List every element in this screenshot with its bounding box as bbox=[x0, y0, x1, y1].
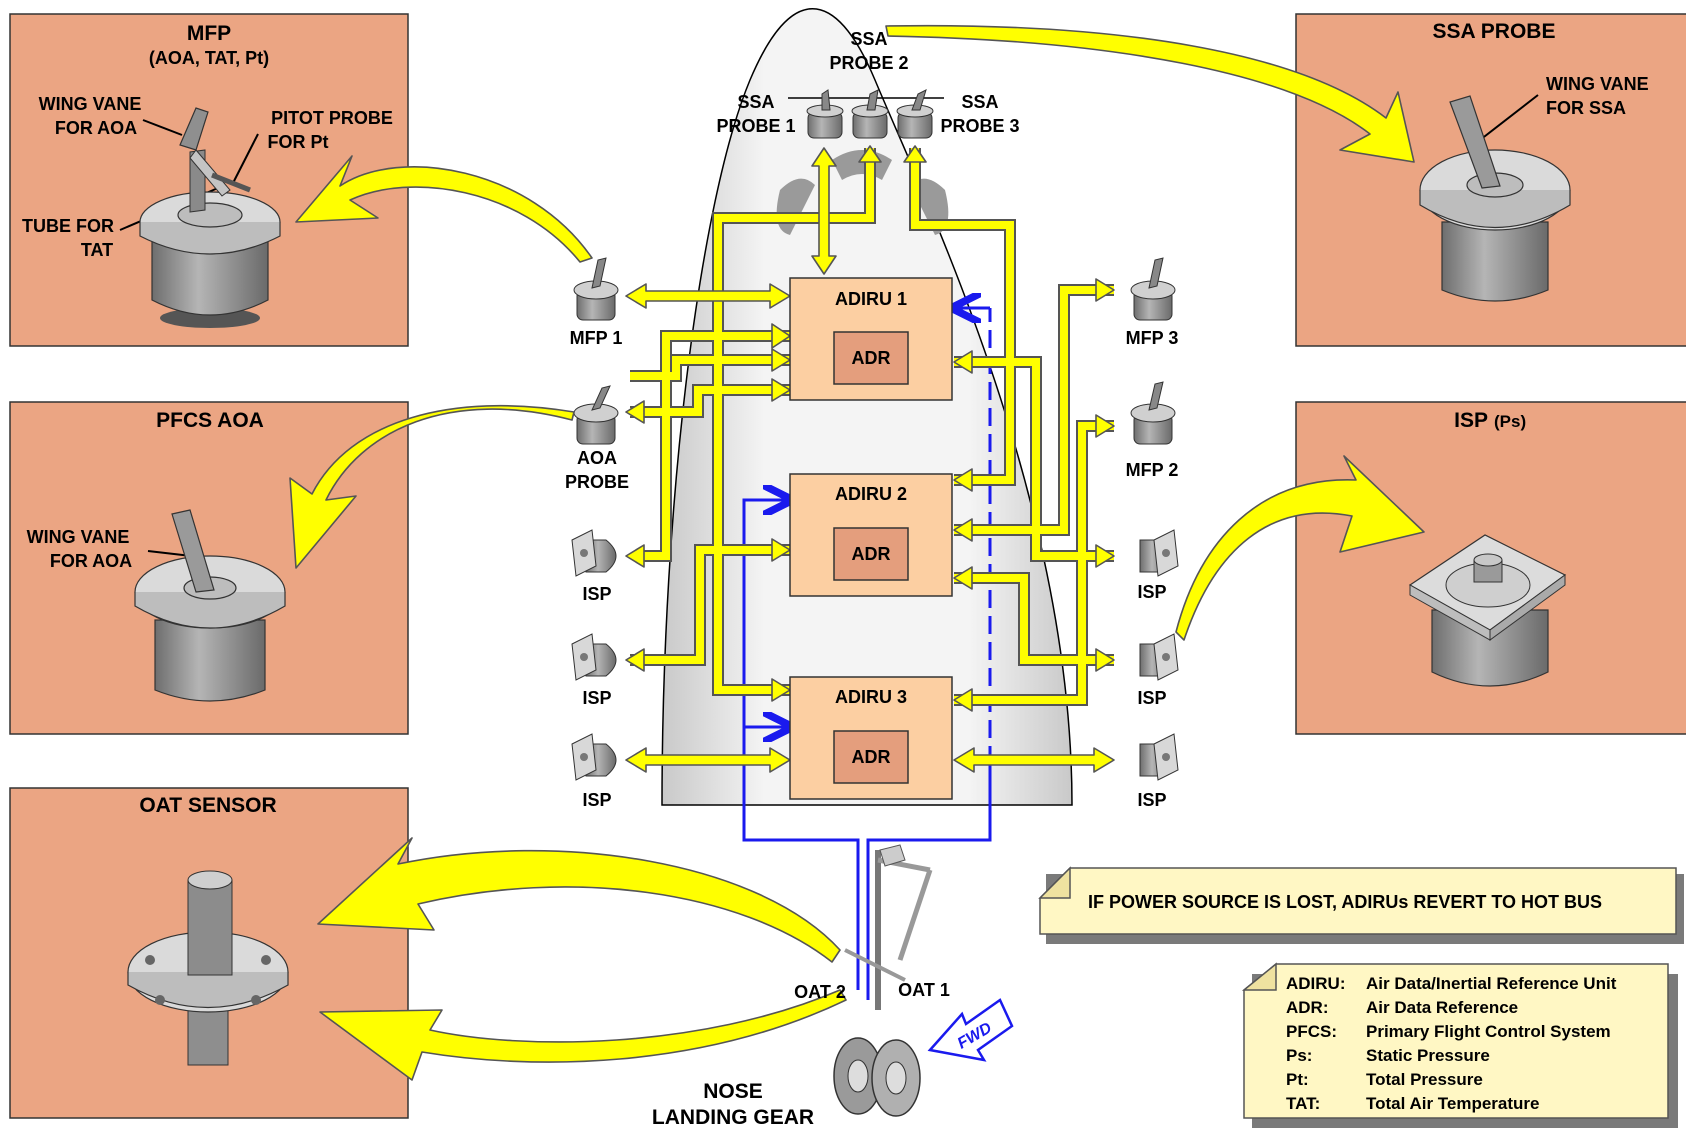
mfp-wing-vane-label-1: WING VANE bbox=[39, 94, 142, 114]
mfp-2-sensor bbox=[1131, 382, 1175, 444]
isp-sensor-left-2 bbox=[572, 634, 616, 680]
isp-sensor-right-3 bbox=[1140, 734, 1178, 780]
isp-left-3-label: ISP bbox=[582, 790, 611, 810]
legend-abbr-3: Ps: bbox=[1286, 1046, 1312, 1065]
isp-right-1-label: ISP bbox=[1137, 582, 1166, 602]
ssa-probe-2-label-1: SSA bbox=[850, 29, 887, 49]
oat-2-label: OAT 2 bbox=[794, 982, 846, 1002]
adiru-2-box: ADIRU 2 ADR bbox=[790, 474, 952, 596]
ssa-probe-3-label-2: PROBE 3 bbox=[940, 116, 1019, 136]
legend-abbr-0: ADIRU: bbox=[1286, 974, 1346, 993]
mfp-panel-subtitle: (AOA, TAT, Pt) bbox=[149, 48, 269, 68]
ssa-probe-3-label-1: SSA bbox=[961, 92, 998, 112]
adiru-3-adr: ADR bbox=[852, 747, 891, 767]
adiru-3-title: ADIRU 3 bbox=[835, 687, 907, 707]
mfp-pitot-label-2: FOR Pt bbox=[268, 132, 329, 152]
adiru-2-adr: ADR bbox=[852, 544, 891, 564]
aoa-probe-sensor bbox=[574, 386, 618, 444]
mfp-3-label: MFP 3 bbox=[1126, 328, 1179, 348]
isp-sensor-left-1 bbox=[572, 530, 616, 576]
fwd-arrow: FWD bbox=[930, 1000, 1012, 1060]
isp-panel-subtitle: (Ps) bbox=[1494, 412, 1526, 431]
power-note-text: IF POWER SOURCE IS LOST, ADIRUs REVERT T… bbox=[1088, 892, 1602, 912]
adiru-1-box: ADIRU 1 ADR bbox=[790, 278, 952, 400]
oat-sensor-panel-title: OAT SENSOR bbox=[139, 794, 276, 817]
mfp-tube-label-2: TAT bbox=[81, 240, 113, 260]
legend-text-3: Static Pressure bbox=[1366, 1046, 1490, 1065]
oat-1-label: OAT 1 bbox=[898, 980, 950, 1000]
adiru-1-title: ADIRU 1 bbox=[835, 289, 907, 309]
ssa-probe-3 bbox=[897, 90, 933, 138]
legend-text-4: Total Pressure bbox=[1366, 1070, 1483, 1089]
pfcs-wing-vane-label-2: FOR AOA bbox=[50, 551, 132, 571]
aoa-probe-label-2: PROBE bbox=[565, 472, 629, 492]
isp-left-1-label: ISP bbox=[582, 584, 611, 604]
nose-landing-gear-label-1: NOSE bbox=[703, 1080, 763, 1103]
legend-abbr-4: Pt: bbox=[1286, 1070, 1309, 1089]
isp-right-2-label: ISP bbox=[1137, 688, 1166, 708]
isp-sensor-right-1 bbox=[1140, 530, 1178, 576]
isp-panel-title: ISP bbox=[1454, 409, 1488, 432]
isp-sensor-left-3 bbox=[572, 734, 616, 780]
legend-abbr-2: PFCS: bbox=[1286, 1022, 1337, 1041]
aoa-probe-label-1: AOA bbox=[577, 448, 617, 468]
pfcs-aoa-panel-title: PFCS AOA bbox=[156, 409, 264, 432]
mfp-wing-vane-label-2: FOR AOA bbox=[55, 118, 137, 138]
mfp-tube-label-1: TUBE FOR bbox=[22, 216, 114, 236]
legend-abbr-5: TAT: bbox=[1286, 1094, 1320, 1113]
mfp-2-label: MFP 2 bbox=[1126, 460, 1179, 480]
legend-abbr-1: ADR: bbox=[1286, 998, 1329, 1017]
isp-panel: ISP (Ps) bbox=[1296, 402, 1686, 734]
legend-text-1: Air Data Reference bbox=[1366, 998, 1518, 1017]
legend-note: ADIRU: Air Data/Inertial Reference Unit … bbox=[1244, 964, 1678, 1128]
ssa-probe-2-label-2: PROBE 2 bbox=[829, 53, 908, 73]
isp-sensor-right-2 bbox=[1140, 634, 1178, 680]
pfcs-wing-vane-label-1: WING VANE bbox=[27, 527, 130, 547]
ssa-probe-panel-title: SSA PROBE bbox=[1433, 20, 1556, 43]
mfp-1-sensor bbox=[574, 258, 618, 320]
legend-text-2: Primary Flight Control System bbox=[1366, 1022, 1611, 1041]
ssa-probe-1-label-1: SSA bbox=[737, 92, 774, 112]
mfp-panel: MFP (AOA, TAT, Pt) WING VANE FOR AOA PIT… bbox=[10, 14, 408, 346]
adiru-1-adr: ADR bbox=[852, 348, 891, 368]
mfp-3-sensor bbox=[1131, 258, 1175, 320]
power-note: IF POWER SOURCE IS LOST, ADIRUs REVERT T… bbox=[1040, 868, 1684, 944]
legend-text-0: Air Data/Inertial Reference Unit bbox=[1366, 974, 1617, 993]
isp-left-2-label: ISP bbox=[582, 688, 611, 708]
mfp-panel-title: MFP bbox=[187, 22, 231, 45]
adiru-2-title: ADIRU 2 bbox=[835, 484, 907, 504]
ssa-probe-panel: SSA PROBE WING VANE FOR SSA bbox=[1296, 14, 1686, 346]
oat-sensor-panel: OAT SENSOR bbox=[10, 788, 408, 1118]
mfp-1-label: MFP 1 bbox=[570, 328, 623, 348]
mfp-pitot-label-1: PITOT PROBE bbox=[271, 108, 393, 128]
ssa-probe-1-label-2: PROBE 1 bbox=[716, 116, 795, 136]
ssa-wing-vane-label-1: WING VANE bbox=[1546, 74, 1649, 94]
ssa-wing-vane-label-2: FOR SSA bbox=[1546, 98, 1626, 118]
adiru-3-box: ADIRU 3 ADR bbox=[790, 677, 952, 799]
isp-right-3-label: ISP bbox=[1137, 790, 1166, 810]
legend-text-5: Total Air Temperature bbox=[1366, 1094, 1540, 1113]
nose-landing-gear-label-2: LANDING GEAR bbox=[652, 1106, 814, 1129]
